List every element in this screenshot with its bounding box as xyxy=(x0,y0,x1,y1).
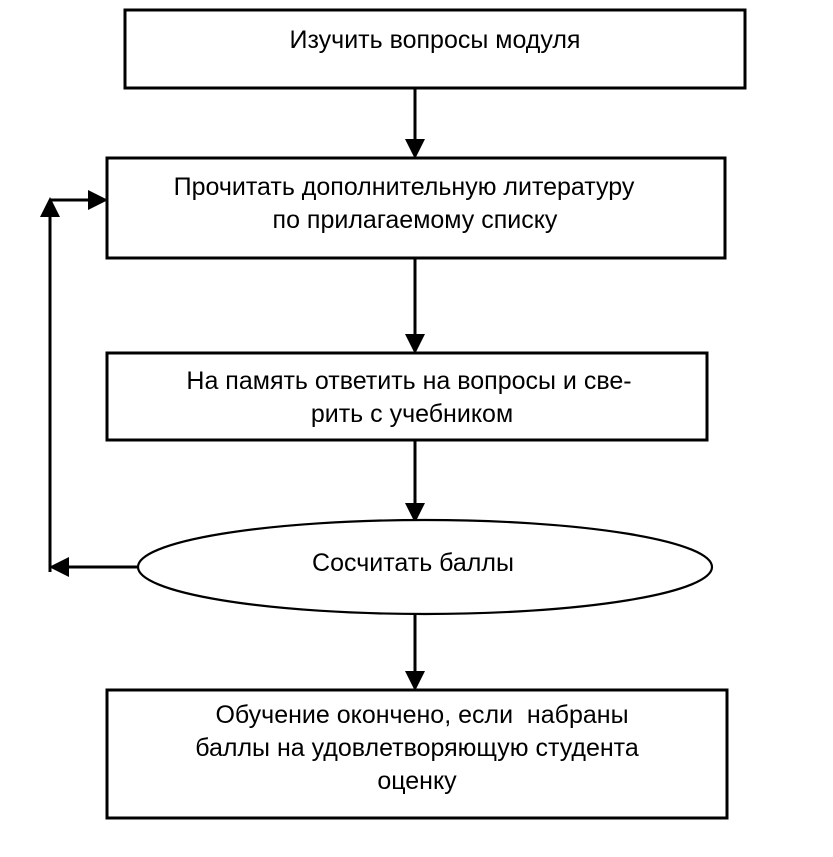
node-shape-rectangle xyxy=(105,688,729,820)
node-label-line-3: оценку xyxy=(377,767,457,795)
arrowhead-right-icon xyxy=(88,190,108,210)
node-count-points[interactable]: Сосчитать баллы xyxy=(136,518,714,616)
node-shape-ellipse xyxy=(136,518,714,616)
node-label: Изучить вопросы модуля xyxy=(290,26,581,54)
connector-answer-to-count xyxy=(405,440,425,523)
node-shape-rectangle xyxy=(105,351,709,442)
node-label-line-2: рить с учебником xyxy=(311,400,513,428)
connector-read-to-answer xyxy=(405,258,425,354)
arrowhead-down-icon xyxy=(405,671,425,691)
arrowhead-down-icon xyxy=(405,139,425,159)
connector-study-to-read xyxy=(405,88,425,159)
node-shape-rectangle xyxy=(105,156,727,260)
node-shape-rectangle xyxy=(123,8,747,90)
node-study-questions[interactable]: Изучить вопросы модуля xyxy=(123,8,747,90)
node-label-line-2: баллы на удовлетворяющую студента xyxy=(195,734,639,762)
node-label-line-2: по прилагаемому списку xyxy=(273,206,558,234)
node-label-line-1: Обучение окончено, если набраны xyxy=(215,701,628,729)
node-answer-from-memory[interactable]: На память ответить на вопросы и све- рит… xyxy=(105,351,709,442)
arrowhead-down-icon xyxy=(405,334,425,354)
node-label-line-1: Прочитать дополнительную литературу xyxy=(174,173,635,201)
connector-count-back-to-read xyxy=(40,190,140,577)
connector-count-to-complete xyxy=(405,612,425,691)
arrowhead-down-icon xyxy=(405,503,425,523)
node-read-literature[interactable]: Прочитать дополнительную литературу по п… xyxy=(105,156,727,260)
node-label: Сосчитать баллы xyxy=(312,549,514,577)
node-label-line-1: На память ответить на вопросы и све- xyxy=(186,367,631,395)
arrowhead-up-icon xyxy=(40,197,60,217)
node-training-complete[interactable]: Обучение окончено, если набраны баллы на… xyxy=(105,688,729,820)
arrowhead-left-icon xyxy=(49,557,69,577)
